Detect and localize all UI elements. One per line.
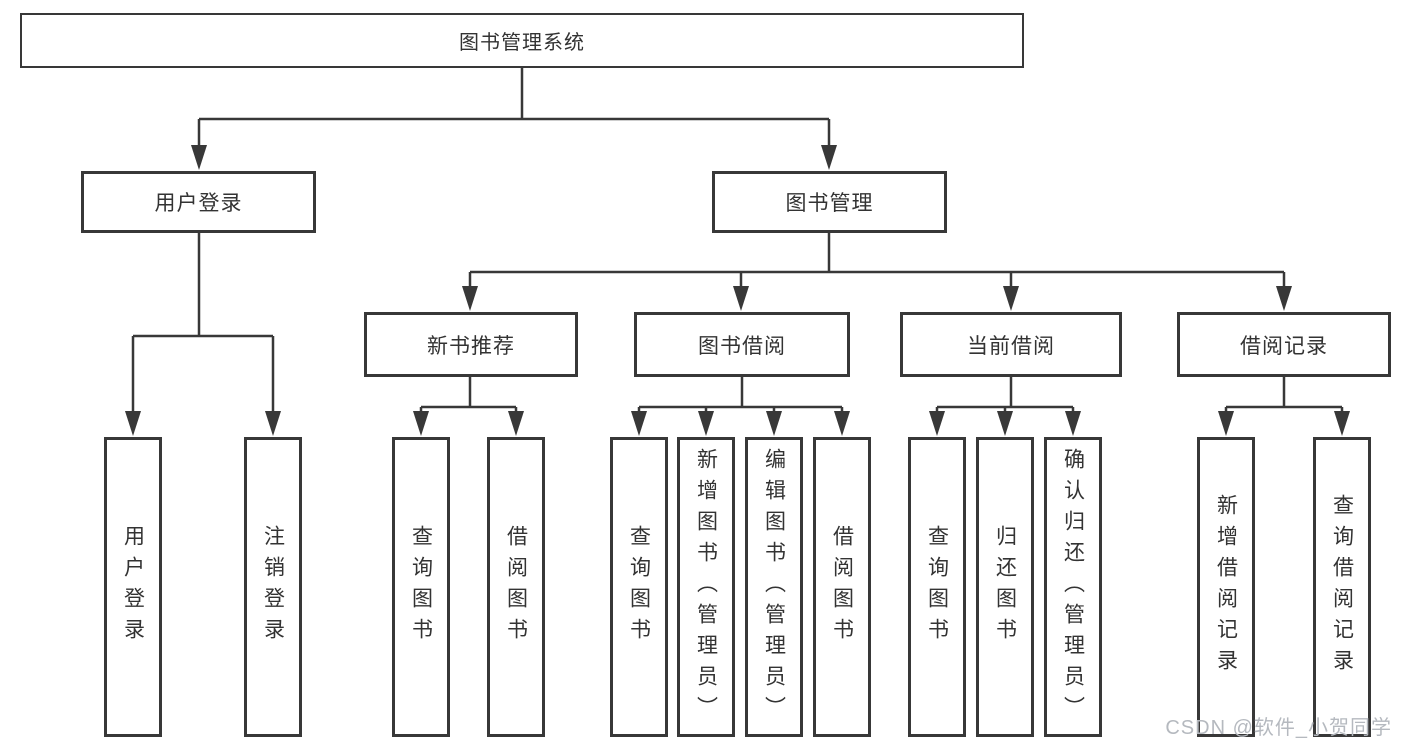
leaf-cb-confirm-return-admin-label: 确认归还（管理员） xyxy=(1061,447,1085,727)
leaf-bb-query-book: 查询图书 xyxy=(610,437,668,737)
leaf-bb-add-book-admin-label: 新增图书（管理员） xyxy=(694,447,718,727)
node-book-borrowing: 图书借阅 xyxy=(634,312,850,377)
leaf-logout-label: 注销登录 xyxy=(261,525,285,649)
node-current-borrowing: 当前借阅 xyxy=(900,312,1122,377)
leaf-cb-return-book-label: 归还图书 xyxy=(993,525,1017,649)
leaf-logout: 注销登录 xyxy=(244,437,302,737)
leaf-br-query-record: 查询借阅记录 xyxy=(1313,437,1371,737)
leaf-bb-edit-book-admin: 编辑图书（管理员） xyxy=(745,437,803,737)
leaf-cb-return-book: 归还图书 xyxy=(976,437,1034,737)
leaf-rec-query-book-label: 查询图书 xyxy=(409,525,433,649)
node-root-library-system: 图书管理系统 xyxy=(20,13,1024,68)
leaf-br-query-record-label: 查询借阅记录 xyxy=(1330,494,1354,680)
leaf-bb-borrow-book-label: 借阅图书 xyxy=(830,525,854,649)
node-user-login: 用户登录 xyxy=(81,171,316,233)
leaf-bb-add-book-admin: 新增图书（管理员） xyxy=(677,437,735,737)
leaf-user-login: 用户登录 xyxy=(104,437,162,737)
node-new-book-recommend: 新书推荐 xyxy=(364,312,578,377)
leaf-br-add-record-label: 新增借阅记录 xyxy=(1214,494,1238,680)
csdn-watermark: CSDN @软件_小贺同学 xyxy=(1165,717,1392,739)
node-borrow-records: 借阅记录 xyxy=(1177,312,1391,377)
leaf-cb-confirm-return-admin: 确认归还（管理员） xyxy=(1044,437,1102,737)
leaf-user-login-label: 用户登录 xyxy=(121,525,145,649)
leaf-rec-query-book: 查询图书 xyxy=(392,437,450,737)
node-book-management: 图书管理 xyxy=(712,171,947,233)
leaf-bb-borrow-book: 借阅图书 xyxy=(813,437,871,737)
leaf-cb-query-book-label: 查询图书 xyxy=(925,525,949,649)
leaf-bb-query-book-label: 查询图书 xyxy=(627,525,651,649)
leaf-br-add-record: 新增借阅记录 xyxy=(1197,437,1255,737)
leaf-rec-borrow-book: 借阅图书 xyxy=(487,437,545,737)
leaf-rec-borrow-book-label: 借阅图书 xyxy=(504,525,528,649)
leaf-bb-edit-book-admin-label: 编辑图书（管理员） xyxy=(762,447,786,727)
leaf-cb-query-book: 查询图书 xyxy=(908,437,966,737)
